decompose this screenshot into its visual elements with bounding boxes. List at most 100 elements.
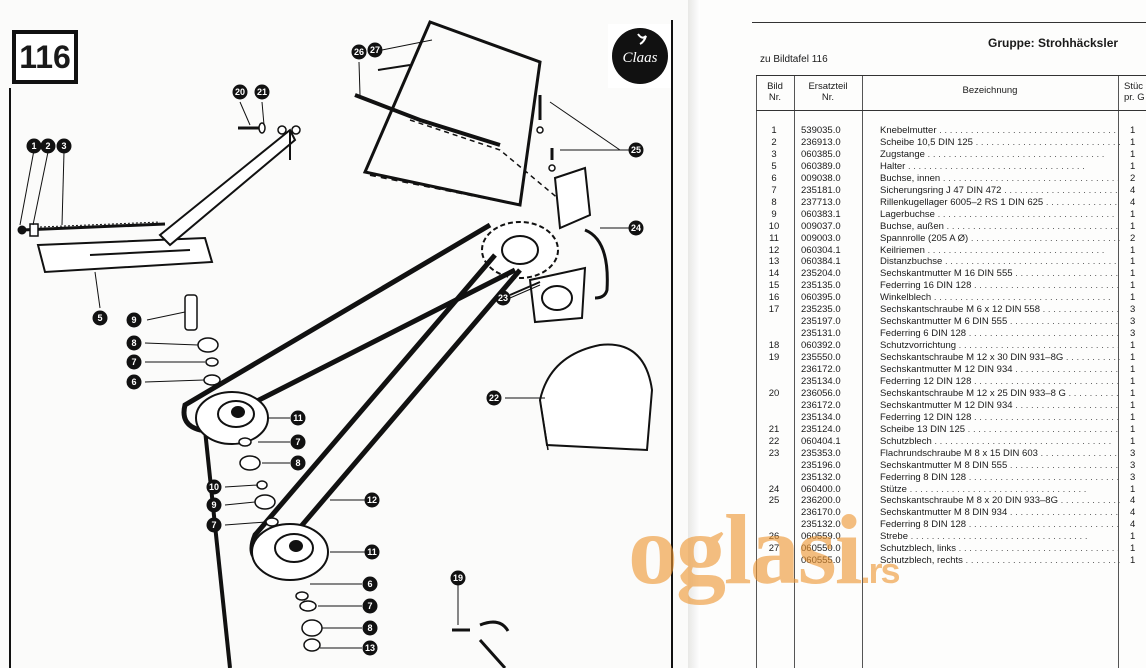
row-description: Schutzblech (880, 436, 1120, 448)
svg-text:12: 12 (367, 495, 377, 505)
row-part-nr: 235197.0 (801, 316, 841, 328)
svg-text:9: 9 (131, 315, 136, 325)
row-description: Federring 6 DIN 128 (880, 328, 1120, 340)
row-description: Federring 8 DIN 128 (880, 519, 1120, 531)
callout-8-mid: 8 (290, 455, 306, 471)
callout-25: 25 (628, 142, 644, 158)
row-description: Strebe (880, 531, 1120, 543)
callout-7-mid: 7 (290, 434, 306, 450)
row-quantity: 1 (1130, 387, 1136, 399)
row-bild-nr: 16 (768, 292, 780, 304)
row-quantity: 4 (1130, 495, 1136, 507)
row-description: Sechskantmutter M 8 DIN 555 (880, 460, 1120, 472)
row-bild-nr: 2 (771, 136, 777, 148)
callout-21: 21 (254, 84, 270, 100)
parts-list-page: Gruppe: Strohhäcksler zu Bildtafel 116 B… (700, 0, 1146, 668)
row-part-nr: 235124.0 (801, 423, 841, 435)
row-description: Knebelmutter (880, 125, 1120, 137)
row-part-nr: 235131.0 (801, 328, 841, 340)
svg-text:10: 10 (209, 482, 219, 492)
watermark-suffix: .rs (860, 550, 900, 591)
row-part-nr: 060389.0 (801, 160, 841, 172)
row-bild-nr: 25 (768, 495, 780, 507)
table-border-1 (794, 75, 795, 668)
callout-8-bottom: 8 (362, 620, 378, 636)
row-bild-nr: 5 (771, 160, 777, 172)
row-part-nr: 235550.0 (801, 352, 841, 364)
row-quantity: 1 (1130, 340, 1136, 352)
row-quantity: 3 (1130, 328, 1136, 340)
svg-text:24: 24 (631, 223, 641, 233)
row-part-nr: 235353.0 (801, 447, 841, 459)
row-part-nr: 060385.0 (801, 148, 841, 160)
row-description: Sechskantschraube M 12 x 25 DIN 933–8 G (880, 388, 1120, 400)
guard-frame (354, 20, 561, 207)
row-part-nr: 060550.0 (801, 543, 841, 555)
row-description: Schutzvorrichtung (880, 340, 1120, 352)
row-quantity: 4 (1130, 184, 1136, 196)
svg-text:21: 21 (257, 87, 267, 97)
row-description: Rillenkugellager 6005–2 RS 1 DIN 625 (880, 197, 1120, 209)
row-quantity: 3 (1130, 304, 1136, 316)
row-description: Sechskantschraube M 12 x 30 DIN 931–8G (880, 352, 1120, 364)
header-top-rule (756, 75, 1146, 76)
tension-rod (17, 221, 166, 237)
row-quantity: 3 (1130, 471, 1136, 483)
row-description: Sechskantmutter M 6 DIN 555 (880, 316, 1120, 328)
row-part-nr: 009038.0 (801, 172, 841, 184)
row-description: Keilriemen (880, 245, 1120, 257)
row-quantity: 4 (1130, 519, 1136, 531)
row-quantity: 1 (1130, 364, 1136, 375)
row-description: Federring 12 DIN 128 (880, 376, 1120, 388)
logo-text: Claas (622, 50, 657, 66)
row-part-nr: 235196.0 (801, 459, 841, 471)
row-part-nr: 060400.0 (801, 483, 841, 495)
angle-bracket (509, 266, 587, 324)
callout-11-top: 11 (290, 410, 306, 426)
callout-7-bottom: 7 (362, 598, 378, 614)
svg-text:25: 25 (631, 145, 641, 155)
row-quantity: 1 (1130, 220, 1136, 232)
callout-19: 19 (450, 570, 466, 586)
diagram-page: 11 6 Claas (9, 20, 673, 668)
row-description: Federring 16 DIN 128 (880, 280, 1120, 292)
bearing-stack (184, 294, 323, 652)
table-row: 235132.0 Federring 8 DIN 128 4 (756, 519, 1146, 531)
callout-24: 24 (628, 220, 644, 236)
row-quantity: 1 (1130, 543, 1136, 555)
row-bild-nr: 12 (768, 244, 780, 256)
row-part-nr: 235132.0 (801, 519, 841, 531)
row-bild-nr: 11 (769, 232, 779, 244)
row-description: Federring 8 DIN 128 (880, 472, 1120, 484)
col-header-bild: Bild Nr. (756, 75, 794, 111)
row-bild-nr: 21 (768, 423, 780, 435)
row-description: Schutzblech, rechts (880, 555, 1120, 567)
table-row: 19 235550.0 Sechskantschraube M 12 x 30 DI… (756, 352, 1146, 364)
watermark-text: oglasi (628, 494, 862, 605)
callout-20: 20 (232, 84, 248, 100)
callout-2: 2 (40, 138, 56, 154)
row-bild-nr: 27 (768, 543, 780, 555)
callout-12: 12 (364, 492, 380, 508)
row-part-nr: 060555.0 (801, 555, 841, 567)
row-bild-nr: 18 (768, 340, 780, 352)
callout-9-mid: 9 (206, 497, 222, 513)
row-bild-nr: 19 (768, 352, 780, 364)
callout-6: 6 (126, 374, 142, 390)
row-part-nr: 060559.0 (801, 531, 841, 543)
svg-text:8: 8 (367, 623, 372, 633)
row-part-nr: 009037.0 (801, 220, 841, 232)
watermark: oglasi.rs (628, 500, 901, 621)
callout-markers: 1 2 3 5 9 8 7 6 20 21 26 27 25 24 23 22 … (26, 42, 644, 656)
